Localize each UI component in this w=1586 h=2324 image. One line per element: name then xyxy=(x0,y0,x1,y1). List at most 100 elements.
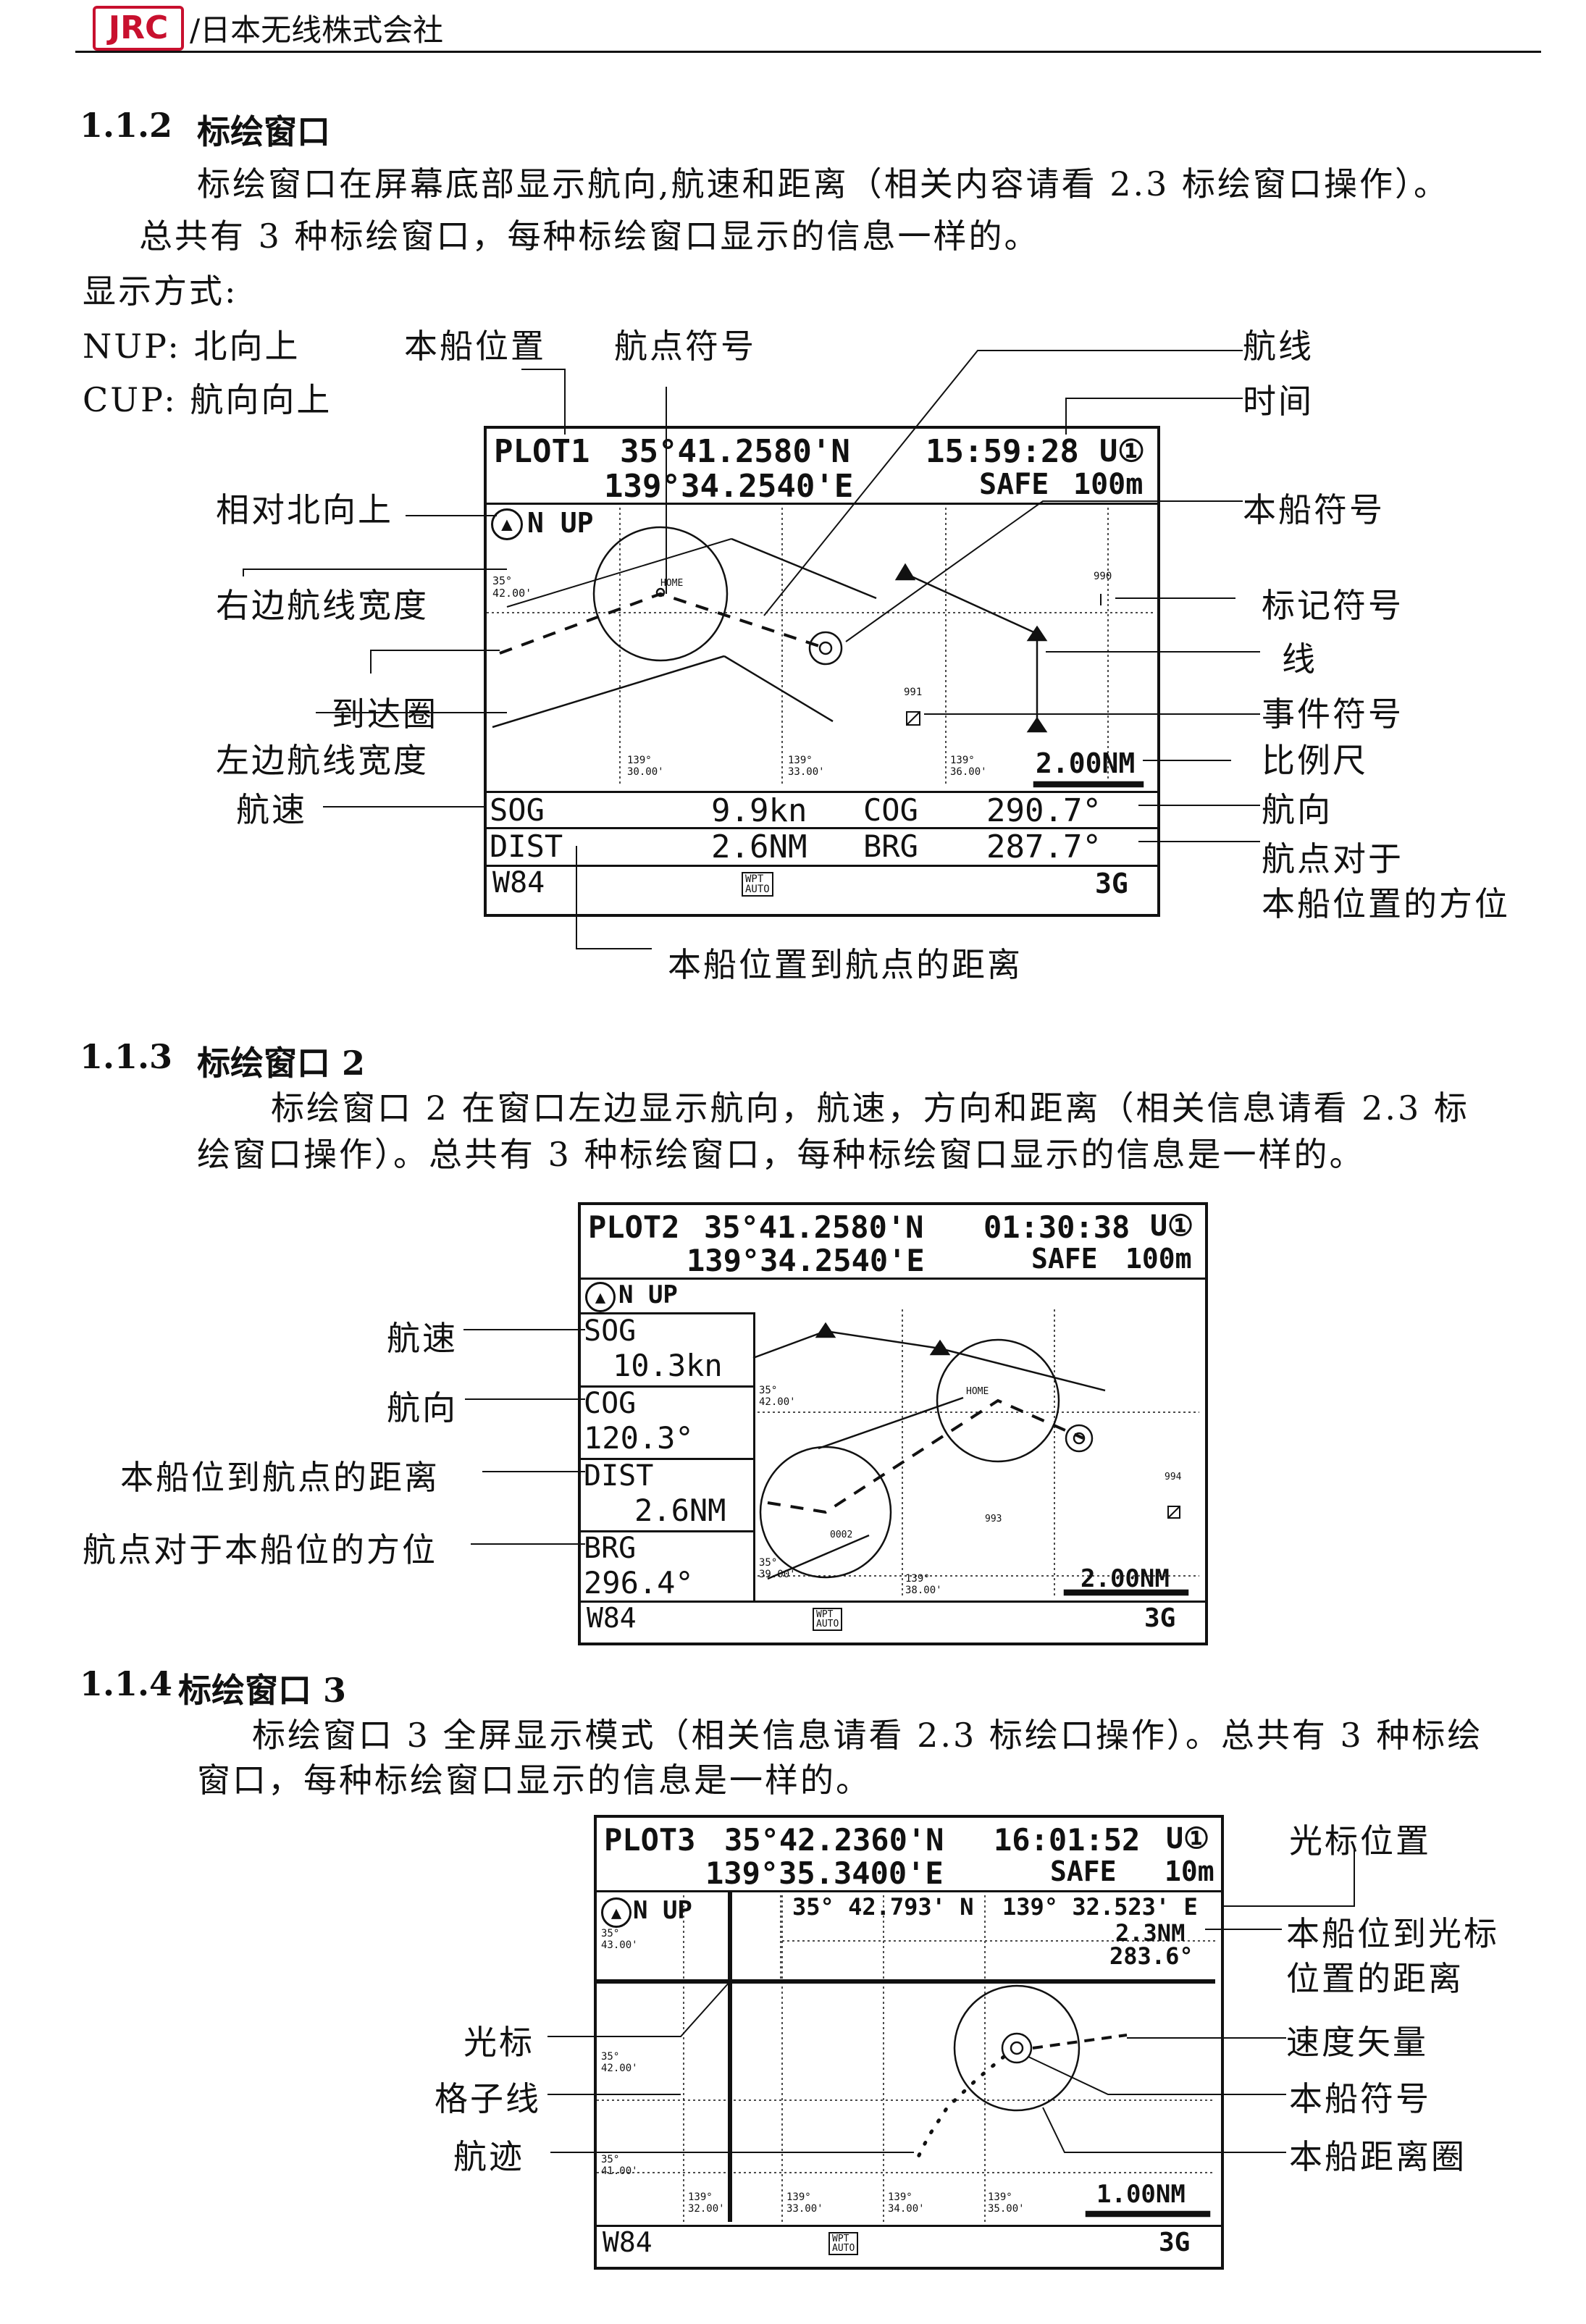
company-name: /日本无线株式会社 xyxy=(190,12,444,48)
cog-value: 120.3° xyxy=(584,1420,694,1456)
clock-time: 15:59:28 xyxy=(926,433,1079,470)
label-cursor-distance-2: 位置的距离 xyxy=(1286,1959,1464,1998)
own-ship-symbol xyxy=(1065,1424,1094,1453)
arrival-circle xyxy=(592,526,729,662)
scale-value: 2.00NM xyxy=(1081,1564,1170,1593)
label-distance: 本船位置到航点的距离 xyxy=(668,945,1023,984)
paragraph: 总共有 3 种标绘窗口，每种标绘窗口显示的信息一样的。 xyxy=(139,217,1040,256)
label-track: 航迹 xyxy=(453,2137,524,2176)
wpt-auto-badge: WPT AUTO xyxy=(742,872,773,897)
label-mark-symbol: 标记符号 xyxy=(1262,586,1404,625)
nup-text: NUP: 北向上 xyxy=(83,327,301,366)
mark-991-label: 991 xyxy=(904,687,923,698)
paragraph: 显示方式: xyxy=(83,272,238,311)
plot1-screen: PLOT1 35°41.2580'N 15:59:28 U① 139°34.25… xyxy=(484,426,1160,917)
waypoint-id: W84 xyxy=(492,866,545,899)
data-panel: SOG 10.3kn COG 120.3° DIST 2.6NM BRG 296… xyxy=(581,1312,755,1603)
label-speed: 航速 xyxy=(236,790,307,829)
label-course: 航向 xyxy=(1262,790,1333,829)
mark-993-label: 993 xyxy=(985,1514,1002,1524)
waypoint-circle xyxy=(759,1446,892,1579)
plot2-screen: PLOT2 35°41.2580'N 01:30:38 U① 139°34.25… xyxy=(578,1202,1208,1645)
plot-title: PLOT2 xyxy=(588,1209,680,1245)
waypoint-triangle-icon xyxy=(1026,625,1048,642)
label-bearing: 航点对于 xyxy=(1262,839,1404,878)
dist-value: 2.6NM xyxy=(634,1493,726,1528)
cursor-longitude: 139° 32.523' E xyxy=(1002,1893,1198,1921)
plot3-screen: PLOT3 35°42.2360'N 16:01:52 U① 139°35.34… xyxy=(594,1815,1224,2270)
paragraph: 窗口，每种标绘窗口显示的信息是一样的。 xyxy=(197,1761,871,1800)
fix-status: 3G xyxy=(1144,1603,1176,1633)
cup-text: CUP: 航向向上 xyxy=(83,380,332,419)
wpt-auto-badge: WPT AUTO xyxy=(828,2232,859,2255)
longitude: 139°34.2540'E xyxy=(687,1243,925,1278)
cog-label: COG xyxy=(584,1387,637,1420)
label-course: 航向 xyxy=(387,1388,458,1427)
paragraph: 标绘窗口在屏幕底部显示航向,航速和距离（相关内容请看 2.3 标绘窗口操作）。 xyxy=(197,164,1450,204)
label-arrival-circle: 到达圈 xyxy=(332,695,438,734)
label-own-position: 本船位置 xyxy=(404,327,546,366)
sog-label: SOG xyxy=(584,1314,637,1348)
label-speed-vector: 速度矢量 xyxy=(1286,2023,1428,2062)
label-left-route-width: 左边航线宽度 xyxy=(216,741,429,780)
scale-value: 1.00NM xyxy=(1096,2180,1186,2209)
grid-longitude-label: 139° 32.00' xyxy=(688,2191,725,2215)
plot2-chart xyxy=(752,1309,1199,1596)
waypoint-triangle-icon xyxy=(815,1322,836,1338)
label-route: 航线 xyxy=(1243,327,1314,366)
label-cursor: 光标 xyxy=(463,2023,534,2062)
sog-value: 10.3kn xyxy=(613,1348,723,1383)
own-ship-symbol xyxy=(808,631,843,666)
label-distance: 本船位到航点的距离 xyxy=(120,1458,440,1497)
latitude: 35°42.2360'N xyxy=(724,1822,944,1858)
cursor-distance: 2.3NM xyxy=(1115,1919,1186,1947)
route-line xyxy=(499,592,826,655)
waypoint-triangle-icon xyxy=(1026,716,1048,733)
cog-label: COG xyxy=(863,792,918,828)
label-bearing-2: 本船位置的方位 xyxy=(1262,884,1510,923)
cursor-bearing: 283.6° xyxy=(1109,1942,1193,1970)
home-label: HOME xyxy=(966,1386,989,1397)
plot1-chart xyxy=(487,503,1153,788)
safe-status: SAFE xyxy=(1050,1855,1117,1887)
waypoint-id: W84 xyxy=(603,2226,653,2258)
own-ship-symbol xyxy=(1001,2032,1033,2064)
label-scale: 比例尺 xyxy=(1262,741,1368,780)
clock-time: 01:30:38 xyxy=(983,1209,1130,1245)
label-speed: 航速 xyxy=(387,1319,458,1358)
safe-status: SAFE xyxy=(979,468,1049,501)
label-cursor-position: 光标位置 xyxy=(1289,1821,1431,1861)
label-own-ship-symbol: 本船符号 xyxy=(1243,490,1385,529)
grid-longitude-label: 139° 33.00' xyxy=(786,2191,823,2215)
label-time: 时间 xyxy=(1243,382,1314,421)
plot3-chart xyxy=(597,1890,1215,2222)
waypoint-triangle-icon xyxy=(929,1339,951,1356)
safe-distance: 10m xyxy=(1165,1855,1214,1887)
orientation-mode: N UP xyxy=(527,507,594,539)
fix-status: 3G xyxy=(1095,868,1128,899)
orientation-mode: N UP xyxy=(633,1896,692,1925)
speed-vector xyxy=(1032,2034,1128,2050)
label-waypoint-symbol: 航点符号 xyxy=(614,327,756,366)
header-rule xyxy=(75,51,1541,53)
label-right-route-width: 右边航线宽度 xyxy=(216,586,429,625)
label-own-ship-symbol: 本船符号 xyxy=(1289,2079,1431,2118)
safe-distance: 100m xyxy=(1125,1243,1192,1275)
brg-value: 296.4° xyxy=(584,1565,694,1601)
north-arrow-icon: ▲ xyxy=(585,1282,616,1312)
section-title: 标绘窗口 2 xyxy=(197,1044,366,1083)
sog-value: 9.9kn xyxy=(711,792,807,829)
latitude: 35°41.2580'N xyxy=(704,1209,924,1245)
orientation-mode: N UP xyxy=(618,1280,678,1309)
dist-label: DIST xyxy=(490,828,563,864)
grid-latitude-label: 35° 42.00' xyxy=(492,574,532,600)
grid-longitude-label: 139° 35.00' xyxy=(988,2191,1025,2215)
grid-longitude-label: 139° 30.00' xyxy=(627,755,664,778)
grid-longitude-label: 139° 33.00' xyxy=(788,755,825,778)
waypoint-id: W84 xyxy=(587,1602,637,1634)
mode-indicator: U① xyxy=(1099,433,1145,469)
plot3-leader-lines xyxy=(547,1850,1355,2153)
mode-indicator: U① xyxy=(1150,1209,1193,1243)
wpt-auto-badge: WPT AUTO xyxy=(813,1608,843,1631)
latitude: 35°41.2580'N xyxy=(620,433,850,470)
